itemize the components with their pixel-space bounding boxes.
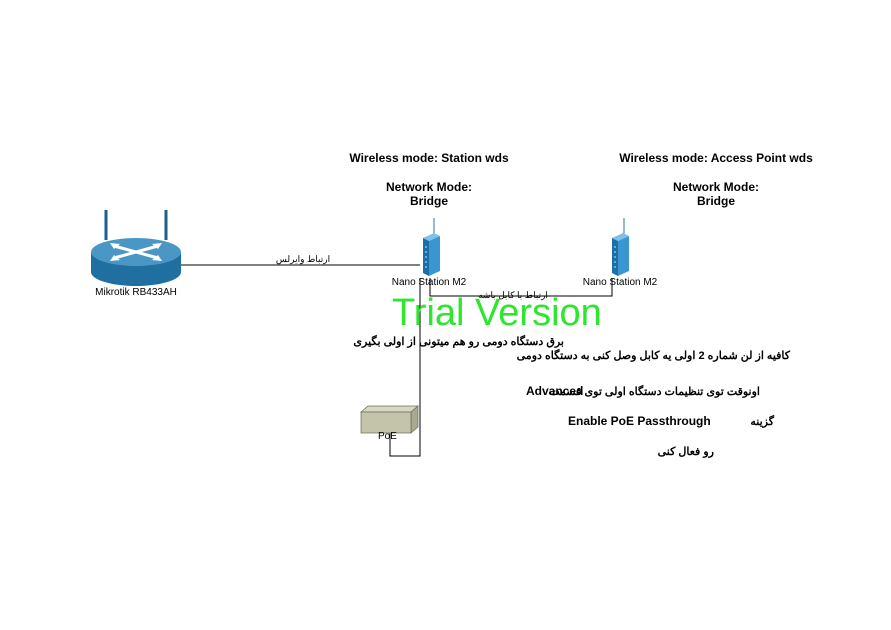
note-line-5: رو فعال کنی bbox=[657, 446, 714, 458]
wireless-link-label: ارتباط وایرلس bbox=[275, 254, 331, 264]
trial-version-watermark: Trial Version bbox=[392, 292, 602, 334]
cable-link-label: ارتباط با کابل باشه bbox=[478, 290, 548, 300]
nano-station-a-icon bbox=[423, 218, 440, 276]
station-b-network-mode: Network Mode: bbox=[672, 180, 760, 194]
station-b-device-label: Nano Station M2 bbox=[582, 277, 658, 288]
note-line-2: کافیه از لن شماره 2 اولی یه کابل وصل کنی… bbox=[516, 350, 790, 362]
station-a-wireless-mode: Wireless mode: Station wds bbox=[349, 151, 509, 165]
station-b-network-mode-value: Bridge bbox=[696, 194, 736, 208]
station-a-device-label: Nano Station M2 bbox=[391, 277, 467, 288]
router-label: Mikrotik RB433AH bbox=[95, 287, 177, 298]
poe-label: PoE bbox=[378, 431, 397, 442]
note-line-4-fa: گزینه bbox=[750, 416, 774, 428]
station-a-network-mode-value: Bridge bbox=[409, 194, 449, 208]
note-line-1: برق دستگاه دومی رو هم میتونی از اولی بگی… bbox=[353, 336, 564, 348]
note-line-3-fa: اونوقت توی تنظیمات دستگاه اولی توی قسمت bbox=[549, 386, 760, 398]
poe-cable-line bbox=[389, 278, 421, 457]
poe-box-icon bbox=[360, 405, 419, 434]
router-icon bbox=[91, 210, 181, 286]
cable-link-line bbox=[429, 278, 613, 297]
station-b-wireless-mode: Wireless mode: Access Point wds bbox=[619, 151, 813, 165]
nano-station-b-icon bbox=[612, 218, 629, 276]
note-line-3-en: Advanced bbox=[526, 384, 584, 398]
note-line-4-en: Enable PoE Passthrough bbox=[568, 414, 711, 428]
station-a-network-mode: Network Mode: bbox=[385, 180, 473, 194]
